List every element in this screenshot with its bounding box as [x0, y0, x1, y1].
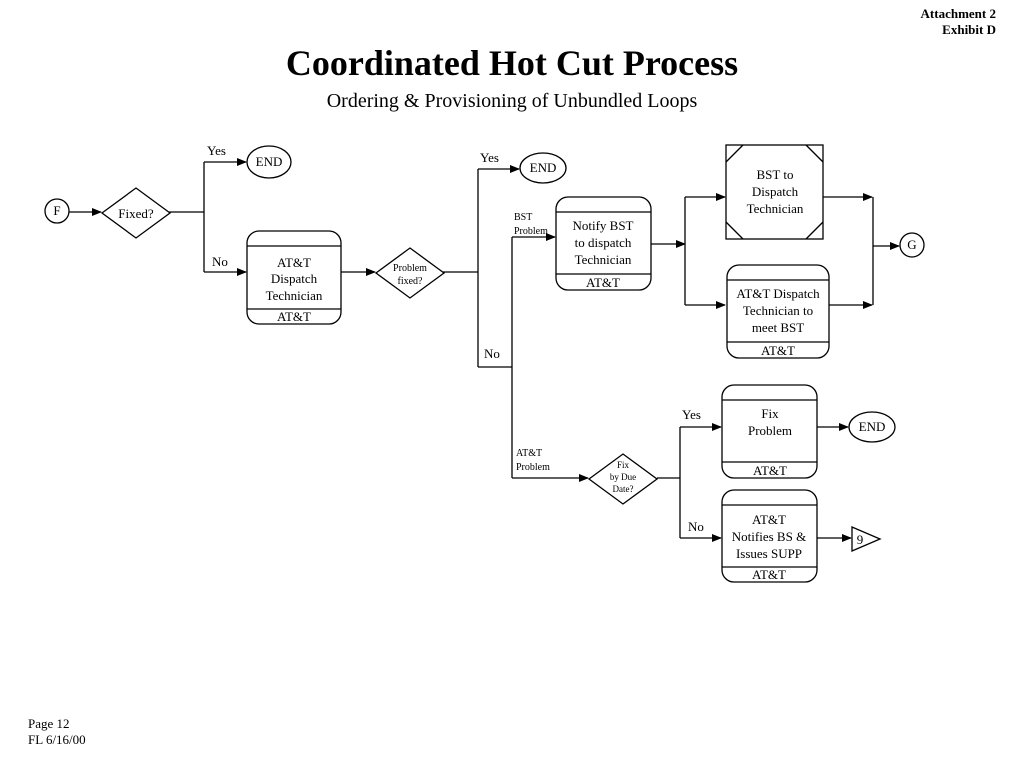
decision-fixed: Fixed?	[100, 187, 172, 239]
edge-label-yes: Yes	[480, 150, 499, 165]
svg-text:fixed?: fixed?	[398, 276, 424, 287]
svg-text:Fix: Fix	[617, 460, 630, 470]
process-fix-problem: Fix Problem AT&T	[721, 384, 818, 479]
process-att-notifies-bs: AT&T Notifies BS & Issues SUPP AT&T	[721, 489, 818, 583]
attachment-header: Attachment 2 Exhibit D	[921, 6, 996, 38]
flow-lines	[69, 158, 900, 542]
svg-text:Notifies BS &: Notifies BS &	[732, 529, 806, 544]
edge-label-no: No	[212, 254, 228, 269]
svg-text:9: 9	[857, 532, 864, 547]
svg-text:Notify BST: Notify BST	[572, 218, 633, 233]
edge-label-yes: Yes	[207, 143, 226, 158]
terminator-end: END	[246, 145, 292, 179]
svg-text:Issues SUPP: Issues SUPP	[736, 546, 802, 561]
process-att-dispatch-technician: AT&T Dispatch Technician AT&T	[246, 230, 342, 325]
edge-label-no: No	[484, 346, 500, 361]
process-notify-bst: Notify BST to dispatch Technician AT&T	[555, 196, 652, 291]
svg-text:Dispatch: Dispatch	[271, 271, 318, 286]
owner-label: AT&T	[752, 567, 786, 582]
svg-text:to dispatch: to dispatch	[575, 235, 632, 250]
svg-text:END: END	[859, 419, 886, 434]
svg-text:AT&T: AT&T	[752, 512, 786, 527]
offpage-connector-9: 9	[851, 526, 882, 552]
owner-label: AT&T	[761, 343, 795, 358]
svg-text:AT&T Dispatch: AT&T Dispatch	[736, 286, 820, 301]
decision-fix-by-due-date: Fix by Due Date?	[587, 453, 659, 505]
page-subtitle: Ordering & Provisioning of Unbundled Loo…	[326, 90, 698, 112]
svg-text:F: F	[53, 203, 60, 218]
svg-text:Technician: Technician	[266, 288, 323, 303]
svg-text:G: G	[907, 237, 916, 252]
page-title: Coordinated Hot Cut Process	[285, 43, 739, 83]
edge-label-bst-problem-1: BST	[514, 212, 532, 223]
svg-text:Fixed?: Fixed?	[118, 206, 154, 221]
connector-g: G	[899, 232, 925, 258]
svg-text:AT&T: AT&T	[277, 255, 311, 270]
owner-label: AT&T	[753, 463, 787, 478]
edge-label-yes: Yes	[682, 407, 701, 422]
svg-text:Fix: Fix	[761, 406, 779, 421]
svg-text:Problem: Problem	[748, 423, 792, 438]
external-process-bst-dispatch: BST to Dispatch Technician	[725, 144, 824, 240]
svg-text:meet BST: meet BST	[752, 320, 804, 335]
svg-text:Technician to: Technician to	[743, 303, 813, 318]
owner-label: AT&T	[277, 309, 311, 324]
svg-text:Problem: Problem	[393, 263, 427, 274]
edge-label-no: No	[688, 519, 704, 534]
exhibit-label: Exhibit D	[942, 22, 996, 37]
page-footer: Page 12 FL 6/16/00	[28, 716, 86, 748]
edge-label-att-problem-2: Problem	[516, 462, 550, 473]
svg-text:END: END	[530, 160, 557, 175]
edge-label-att-problem-1: AT&T	[516, 448, 542, 459]
svg-text:Dispatch: Dispatch	[752, 184, 799, 199]
svg-text:BST to: BST to	[757, 167, 794, 182]
page-number: Page 12	[28, 716, 70, 731]
edge-label-bst-problem-2: Problem	[514, 226, 548, 237]
svg-text:END: END	[256, 154, 283, 169]
attachment-label: Attachment 2	[920, 6, 996, 21]
revision-date: FL 6/16/00	[28, 732, 86, 747]
svg-text:Technician: Technician	[747, 201, 804, 216]
process-att-meet-bst: AT&T Dispatch Technician to meet BST AT&…	[726, 264, 830, 359]
owner-label: AT&T	[586, 275, 620, 290]
svg-text:by Due: by Due	[610, 472, 636, 482]
terminator-end: END	[519, 152, 567, 184]
connector-f: F	[44, 198, 70, 224]
terminator-end: END	[848, 411, 896, 443]
svg-text:Technician: Technician	[575, 252, 632, 267]
decision-problem-fixed: Problem fixed?	[374, 247, 446, 299]
svg-text:Date?: Date?	[613, 484, 634, 494]
